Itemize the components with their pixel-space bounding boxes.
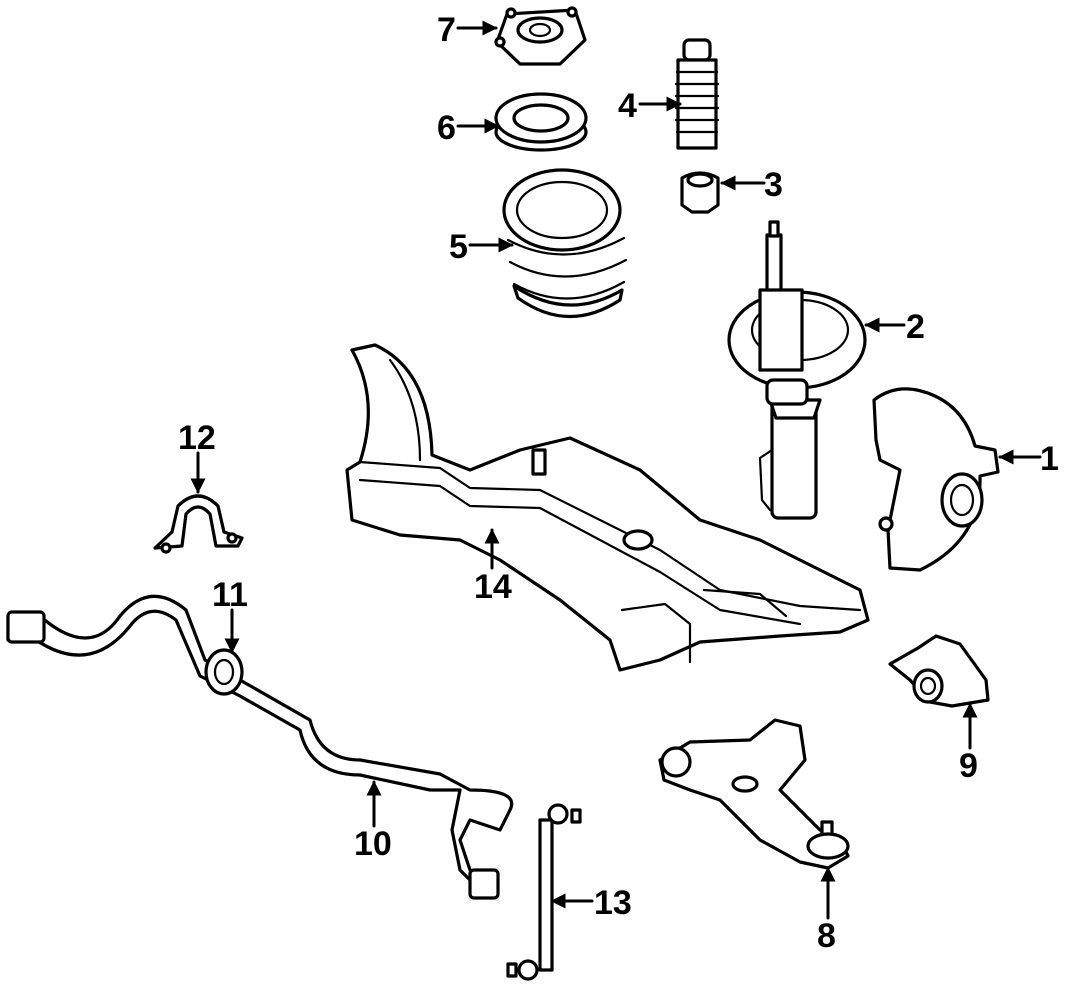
stabilizer-link-part[interactable] — [506, 803, 582, 981]
callout-11[interactable]: 11 — [212, 576, 248, 614]
subframe-part[interactable] — [345, 343, 870, 672]
callout-13[interactable]: 13 — [594, 884, 632, 922]
callout-12[interactable]: 12 — [178, 419, 216, 457]
knuckle-part[interactable] — [872, 387, 1000, 572]
lower-arm-bushing-part[interactable] — [888, 634, 990, 708]
callout-10[interactable]: 10 — [354, 825, 392, 863]
stabilizer-bar-part[interactable] — [6, 594, 514, 900]
callout-9[interactable]: 9 — [959, 747, 978, 785]
callout-leaders — [190, 20, 1042, 920]
lower-control-arm-part[interactable] — [658, 718, 850, 870]
spring-seat-part[interactable] — [494, 92, 588, 152]
callout-14[interactable]: 14 — [474, 568, 512, 606]
callout-6[interactable]: 6 — [437, 109, 456, 147]
stabilizer-bracket-part[interactable] — [153, 494, 244, 554]
callout-3[interactable]: 3 — [764, 166, 783, 204]
callout-1[interactable]: 1 — [1040, 440, 1059, 478]
callout-8[interactable]: 8 — [817, 917, 836, 955]
callout-2[interactable]: 2 — [906, 308, 925, 346]
coil-spring-part[interactable] — [502, 168, 628, 319]
callout-4[interactable]: 4 — [618, 87, 637, 125]
callout-labels: 1 2 3 4 5 6 7 8 9 10 11 12 13 14 — [178, 11, 1059, 955]
upper-mount-part[interactable] — [494, 6, 587, 66]
callout-5[interactable]: 5 — [449, 228, 468, 266]
strut-assembly-part[interactable] — [727, 220, 867, 520]
callout-7[interactable]: 7 — [437, 11, 456, 49]
stabilizer-bushing-part[interactable] — [204, 648, 244, 696]
dust-boot-part[interactable] — [674, 38, 720, 150]
bump-stop-part[interactable] — [680, 171, 720, 214]
